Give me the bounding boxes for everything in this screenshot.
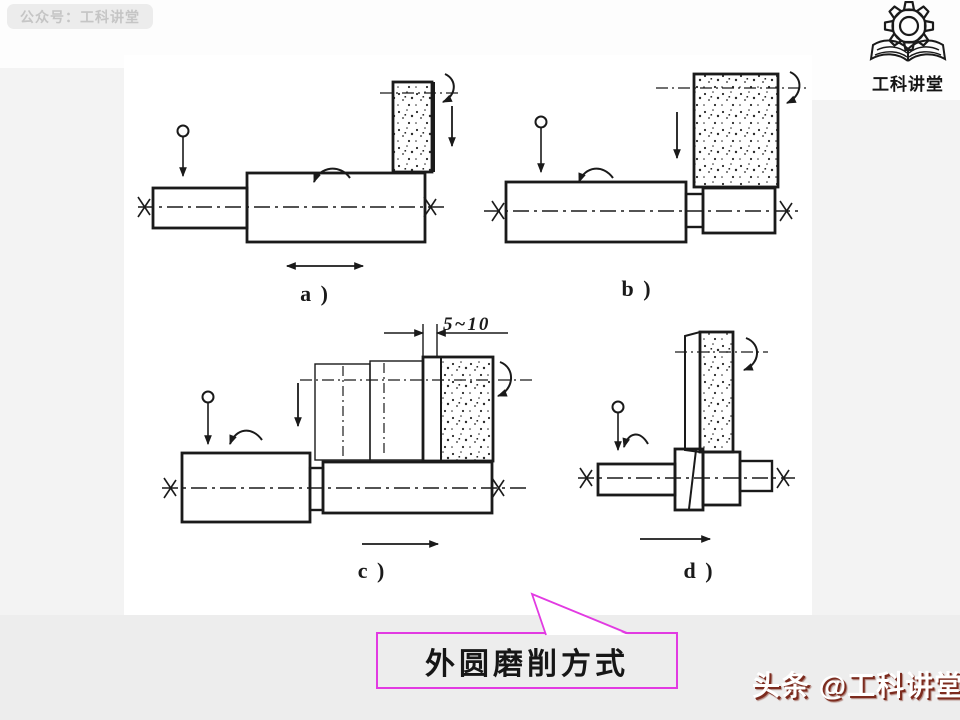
caption-callout	[376, 592, 678, 689]
wechat-account-badge: 公众号：工科讲堂	[7, 4, 153, 29]
dimension-label: 5~10	[443, 314, 490, 335]
grinding-wheel	[656, 72, 806, 189]
headstock-pin	[201, 390, 215, 446]
overlap-dimension	[384, 324, 508, 357]
workpiece-rotation-arrow	[229, 429, 263, 446]
panel-c: 5~10 c )	[162, 314, 532, 583]
workpiece	[578, 447, 795, 512]
grinding-methods-figure: a ) b )	[137, 71, 806, 583]
panel-c-label: c )	[358, 558, 387, 583]
workpiece	[484, 180, 802, 244]
left-page-margin	[0, 68, 124, 720]
wheel-rotation-arrow	[442, 73, 455, 103]
wheel-rotation-arrow	[742, 337, 758, 371]
brand-logo: 工科讲堂	[858, 0, 958, 95]
panel-b: b )	[484, 71, 806, 301]
center-mark	[137, 196, 437, 218]
workpiece-rotation-arrow	[578, 167, 614, 184]
center-mark	[491, 200, 793, 222]
panel-a: a )	[137, 73, 460, 306]
grinding-wheel	[380, 80, 460, 174]
wheel-ghost-positions	[314, 360, 424, 461]
workpiece	[162, 451, 526, 524]
panel-d-label: d )	[683, 558, 714, 583]
headstock-pin	[176, 124, 190, 178]
headstock-pin	[611, 400, 625, 452]
panel-a-label: a )	[300, 281, 330, 306]
center-mark	[579, 467, 790, 489]
wheel-rotation-arrow	[786, 71, 801, 104]
center-mark	[163, 477, 505, 499]
workpiece-rotation-arrow	[313, 167, 351, 184]
callout-pointer-outline	[530, 592, 628, 636]
wheel-rotation-arrow	[496, 361, 512, 397]
caption-box	[376, 632, 678, 689]
grinding-wheel	[675, 330, 768, 454]
figure-caption: 外圆磨削方式	[425, 648, 629, 681]
logo-title: 工科讲堂	[872, 75, 944, 94]
grinding-wheel	[300, 355, 532, 463]
wechat-account-label: 公众号：工科讲堂	[20, 8, 140, 25]
headstock-pin	[534, 115, 548, 174]
toutiao-watermark: 头条 @工科讲堂	[752, 670, 960, 701]
panel-d: d )	[578, 330, 795, 583]
logo-graphic	[869, 0, 947, 62]
panel-b-label: b )	[621, 276, 652, 301]
gear-icon	[883, 0, 935, 52]
taper-line	[688, 449, 697, 510]
workpiece	[137, 171, 448, 244]
workpiece-rotation-arrow	[622, 433, 649, 449]
